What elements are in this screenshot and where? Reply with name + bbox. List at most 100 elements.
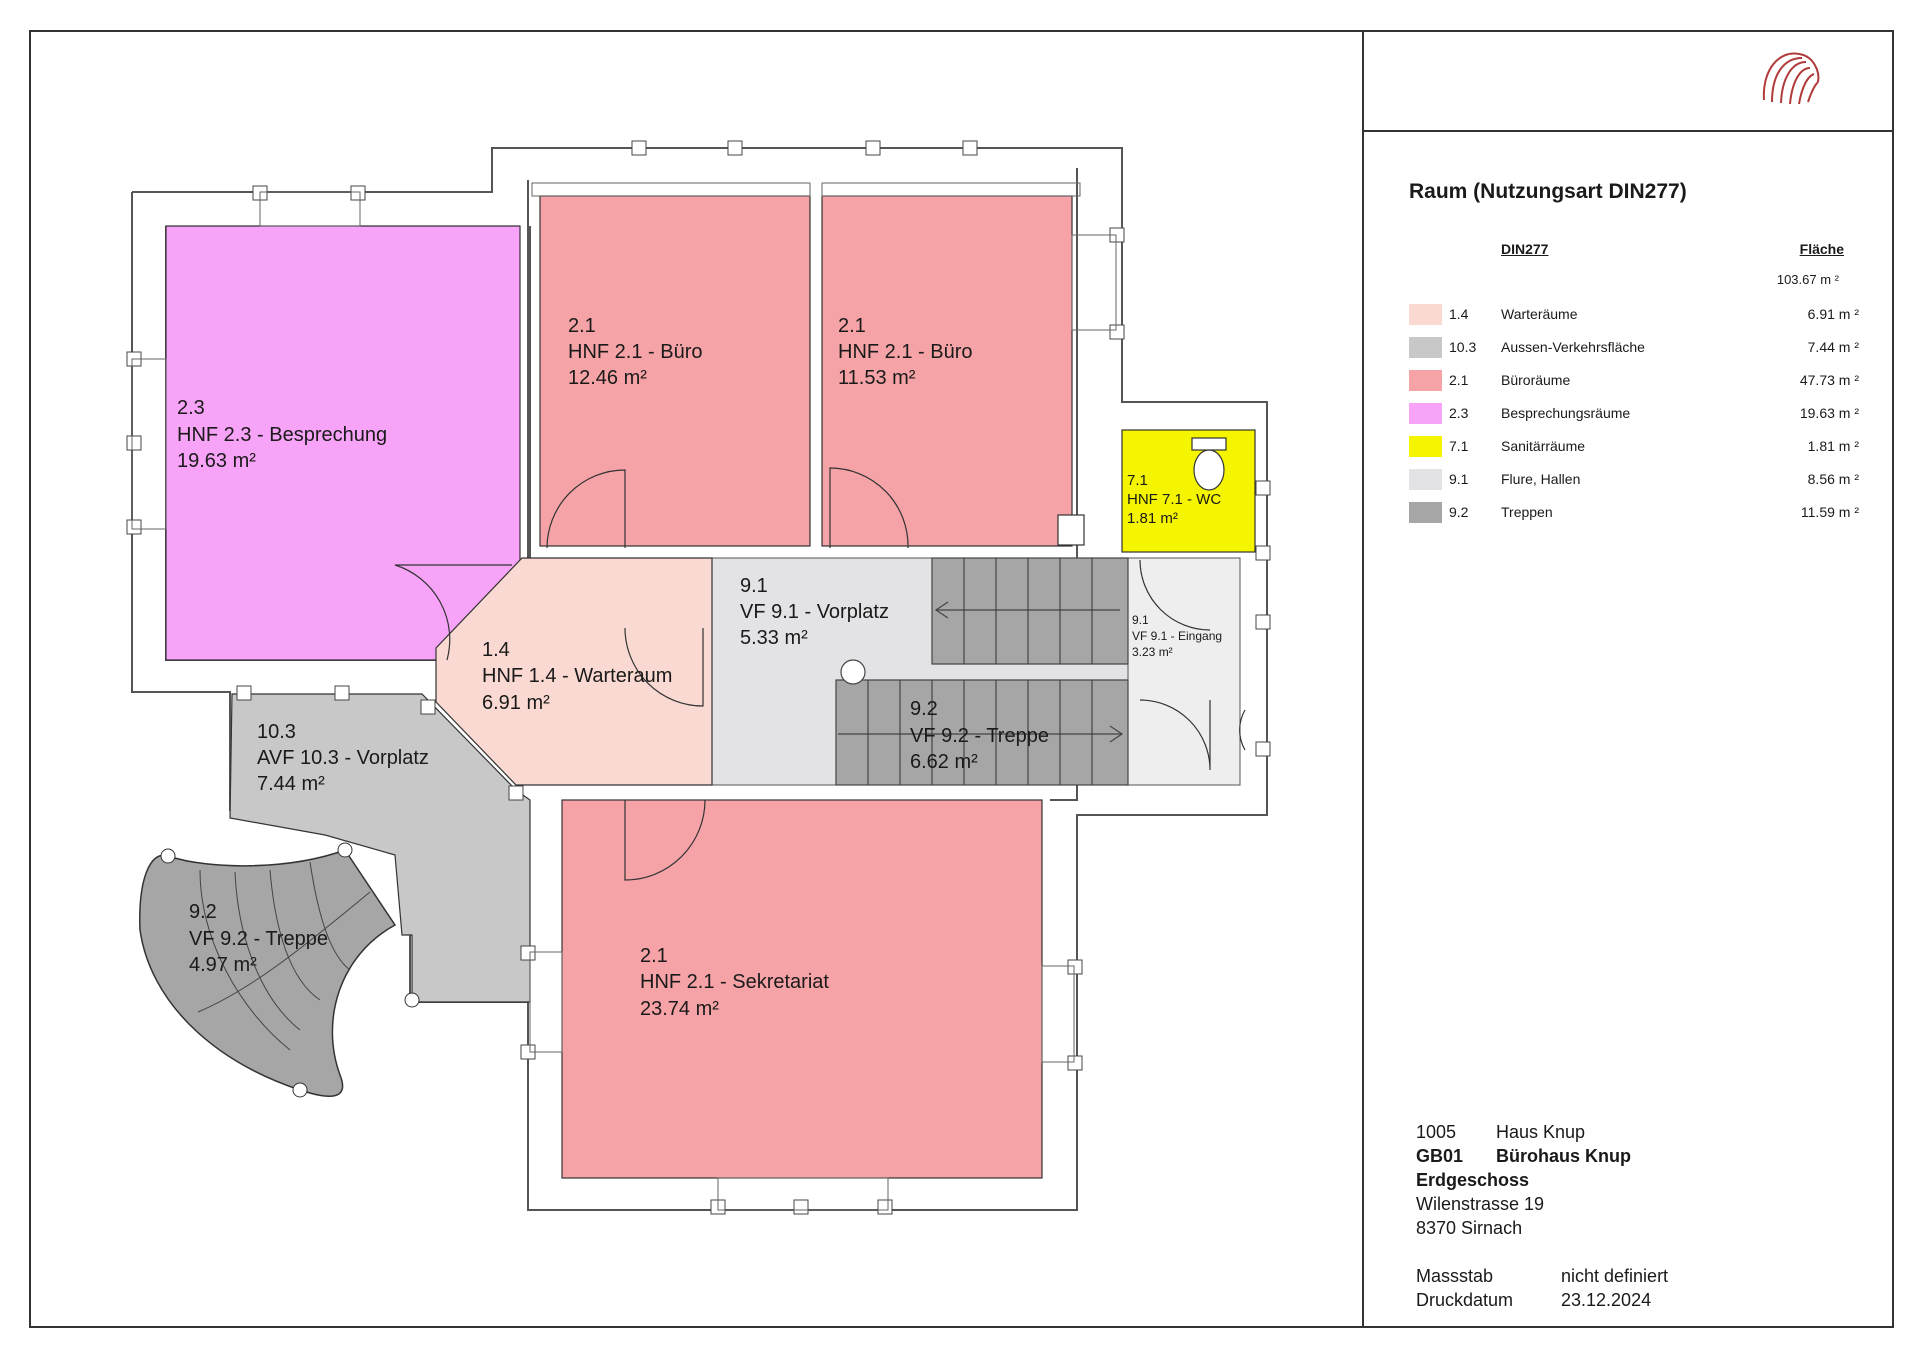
room-labels: 2.3 HNF 2.3 - Besprechung 19.63 m² 2.1 H… (177, 315, 1222, 1020)
svg-text:2.3: 2.3 (177, 397, 205, 419)
stair-outer (139, 842, 420, 1098)
project-number: 1005 (1416, 1122, 1457, 1142)
wc-fixtures (1057, 437, 1227, 546)
label-code-wc: 7.1 (1127, 472, 1148, 489)
label-code-buero-1: 2.1 (568, 315, 596, 337)
legend-code: 10.3 (1449, 339, 1477, 355)
address-city: 8370 Sirnach (1416, 1218, 1523, 1238)
legend-code: 9.1 (1449, 471, 1469, 487)
label-code-eingang: 9.1 (1132, 613, 1149, 627)
label-code-vorplatz-aussen: 10.3 (257, 721, 296, 743)
legend-code: 1.4 (1449, 306, 1469, 322)
label-code-treppe-innen: 9.2 (910, 698, 938, 720)
scale-label: Massstab (1416, 1266, 1494, 1286)
legend-header-din: DIN277 (1501, 241, 1549, 257)
legend-header-area: Fläche (1799, 241, 1844, 257)
room-buero-1 (539, 195, 811, 547)
label-treppe-innen: VF 9.2 - Treppe (910, 725, 1049, 747)
legend-row: 10.3 Aussen-Verkehrsfläche 7.44 m ² (1409, 335, 1859, 359)
label-area-sekretariat: 23.74 m² (640, 998, 719, 1020)
legend-area: 11.59 m ² (1800, 504, 1859, 520)
label-code-sekretariat: 2.1 (640, 945, 668, 967)
legend-swatch (1409, 436, 1442, 457)
legend-total: 103.67 m ² (1776, 272, 1839, 287)
floor-name: Erdgeschoss (1416, 1170, 1530, 1190)
label-vorplatz-aussen: AVF 10.3 - Vorplatz (257, 747, 429, 769)
label-area-vorplatz-innen: 5.33 m² (740, 627, 808, 649)
legend-name: Besprechungsräume (1501, 405, 1631, 421)
shell-logo-icon (1762, 52, 1820, 105)
label-code-vorplatz-innen: 9.1 (740, 575, 768, 597)
legend-panel: Raum (Nutzungsart DIN277) DIN277 Fläche … (1362, 30, 1894, 1328)
label-wc: HNF 7.1 - WC (1127, 491, 1221, 508)
legend-swatch (1409, 469, 1442, 490)
legend-name: Treppen (1501, 504, 1553, 520)
label-besprechung: HNF 2.3 - Besprechung (177, 424, 387, 446)
label-vorplatz-innen: VF 9.1 - Vorplatz (740, 601, 889, 623)
legend-area: 47.73 m ² (1799, 372, 1859, 388)
label-code-besprechung: 2.3 (177, 397, 205, 419)
building-code: GB01 (1416, 1146, 1464, 1166)
legend-code: 2.3 (1449, 405, 1469, 421)
label-area-vorplatz-aussen: 7.44 m² (257, 773, 325, 795)
room-sekretariat (561, 799, 1043, 1179)
label-area-treppe-innen: 6.62 m² (910, 751, 978, 773)
legend-row: 2.1 Büroräume 47.73 m ² (1409, 368, 1859, 392)
label-treppe-aussen: VF 9.2 - Treppe (189, 928, 328, 950)
print-date-value: 23.12.2024 (1561, 1290, 1652, 1310)
label-area-wc: 1.81 m² (1127, 510, 1178, 527)
label-buero-1: HNF 2.1 - Büro (568, 341, 702, 363)
label-warteraum: HNF 1.4 - Warteraum (482, 665, 672, 687)
legend-area: 6.91 m ² (1807, 306, 1859, 322)
room-wc (1121, 429, 1256, 553)
room-vorplatz-aussen (229, 693, 531, 1003)
project-name: Haus Knup (1496, 1122, 1586, 1142)
legend-area: 19.63 m ² (1799, 405, 1859, 421)
room-eingang (1127, 557, 1241, 786)
legend-code: 2.1 (1449, 372, 1469, 388)
legend-swatch (1409, 304, 1442, 325)
legend-swatch (1409, 403, 1442, 424)
legend-row: 1.4 Warteräume 6.91 m ² (1409, 302, 1859, 326)
legend-row: 9.2 Treppen 11.59 m ² (1409, 500, 1859, 524)
legend-row: 7.1 Sanitärräume 1.81 m ² (1409, 434, 1859, 458)
legend-swatch (1409, 502, 1442, 523)
legend-area: 7.44 m ² (1807, 339, 1859, 355)
legend-name: Warteräume (1501, 306, 1578, 322)
floor-plan: 2.3 HNF 2.3 - Besprechung 19.63 m² 2.1 H… (126, 140, 1271, 1215)
legend-name: Büroräume (1501, 372, 1571, 388)
legend-area: 8.56 m ² (1807, 471, 1859, 487)
legend-swatch (1409, 337, 1442, 358)
print-date-label: Druckdatum (1416, 1290, 1514, 1310)
building-name: Bürohaus Knup (1496, 1146, 1631, 1166)
label-area-besprechung: 19.63 m² (177, 450, 256, 472)
stair-inner (835, 557, 1129, 786)
legend-row: 9.1 Flure, Hallen 8.56 m ² (1409, 467, 1859, 491)
legend-area: 1.81 m ² (1807, 438, 1859, 454)
label-code-warteraum: 1.4 (482, 639, 510, 661)
drawing-frame (29, 30, 1894, 1328)
label-area-warteraum: 6.91 m² (482, 692, 550, 714)
label-code-treppe-aussen: 9.2 (189, 901, 217, 923)
label-area-eingang: 3.23 m² (1132, 645, 1173, 659)
label-area-buero-1: 12.46 m² (568, 367, 647, 389)
logo-box (1364, 30, 1894, 132)
label-sekretariat: HNF 2.1 - Sekretariat (640, 971, 829, 993)
label-buero-2: HNF 2.1 - Büro (838, 341, 972, 363)
legend-swatch (1409, 370, 1442, 391)
doors (394, 467, 1246, 881)
label-eingang: VF 9.1 - Eingang (1132, 629, 1222, 643)
legend-name: Sanitärräume (1501, 438, 1586, 454)
legend-row: 2.3 Besprechungsräume 19.63 m ² (1409, 401, 1859, 425)
room-warteraum (435, 557, 713, 786)
label-area-treppe-aussen: 4.97 m² (189, 954, 257, 976)
windows (126, 140, 1271, 1215)
label-code-buero-2: 2.1 (838, 315, 866, 337)
window-sills (131, 182, 1117, 1211)
room-buero-2 (821, 195, 1073, 547)
legend-title: Raum (Nutzungsart DIN277) (1409, 180, 1687, 203)
label-area-buero-2: 11.53 m² (838, 367, 916, 389)
address-street: Wilenstrasse 19 (1416, 1194, 1545, 1214)
legend-name: Flure, Hallen (1501, 471, 1581, 487)
legend-code: 7.1 (1449, 438, 1469, 454)
